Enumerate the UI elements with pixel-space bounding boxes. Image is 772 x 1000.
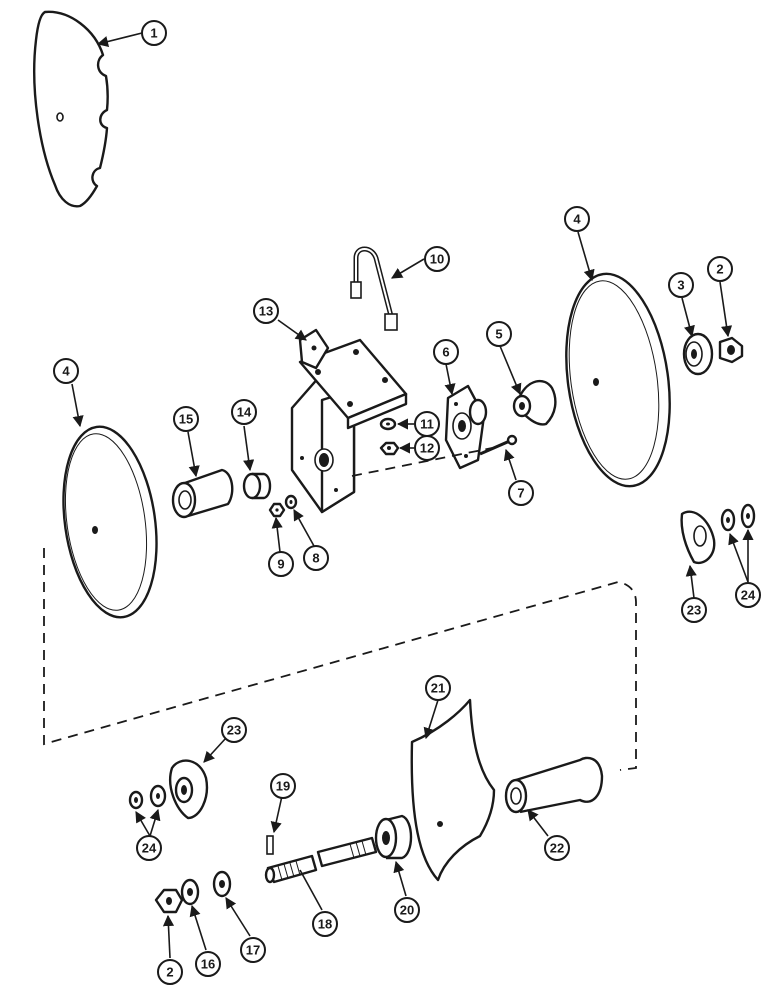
- callout-3: 3: [668, 272, 694, 298]
- washer-11: [379, 417, 397, 431]
- callout-4-right-label: 4: [573, 212, 581, 227]
- callout-9: 9: [268, 551, 294, 577]
- callout-21: 21: [425, 675, 451, 701]
- spool: [512, 379, 557, 426]
- callout-20-label: 20: [400, 903, 414, 918]
- washers-right: [720, 503, 756, 532]
- callout-17: 17: [240, 937, 266, 963]
- callout-2-bottom: 2: [157, 959, 183, 985]
- callout-7: 7: [508, 480, 534, 506]
- gang-assembly-outline: [43, 548, 637, 771]
- cone-washer-right: [680, 510, 716, 565]
- callout-24-left-label: 24: [142, 841, 157, 856]
- callout-9-label: 9: [277, 557, 284, 572]
- washer-17: [212, 870, 232, 898]
- pin: [266, 835, 274, 855]
- hub-sleeve: [171, 468, 234, 519]
- callout-24-right-label: 24: [741, 588, 756, 603]
- callout-16: 16: [195, 951, 221, 977]
- callout-14-label: 14: [237, 405, 252, 420]
- callout-23-right: 23: [681, 597, 707, 623]
- callout-2-bottom-label: 2: [166, 965, 173, 980]
- callout-13: 13: [253, 298, 279, 324]
- callout-4-left: 4: [53, 358, 79, 384]
- callout-2-top-label: 2: [716, 262, 723, 277]
- callout-5: 5: [486, 321, 512, 347]
- callout-11: 11: [414, 411, 440, 437]
- callout-23-right-label: 23: [687, 603, 701, 618]
- disc-blade-left: [62, 425, 158, 619]
- callout-6: 6: [433, 339, 459, 365]
- shaft: [264, 836, 378, 884]
- callout-15-label: 15: [179, 412, 193, 427]
- callout-4-left-label: 4: [62, 364, 70, 379]
- nut-12: [379, 441, 400, 456]
- callout-1: 1: [141, 20, 167, 46]
- callout-4-right: 4: [564, 206, 590, 232]
- callout-18: 18: [312, 911, 338, 937]
- callout-1-label: 1: [150, 26, 157, 41]
- washer-8: [284, 494, 298, 510]
- callout-10: 10: [424, 246, 450, 272]
- callout-12-label: 12: [420, 441, 434, 456]
- callout-7-label: 7: [517, 486, 524, 501]
- bearing: [682, 332, 714, 376]
- spacer: [242, 472, 272, 500]
- callout-19-label: 19: [276, 779, 290, 794]
- callout-20: 20: [394, 897, 420, 923]
- mounting-bracket: [290, 328, 408, 514]
- callout-13-label: 13: [259, 304, 273, 319]
- nut-9: [268, 502, 286, 518]
- flange-housing: [444, 384, 488, 470]
- callout-10-label: 10: [430, 252, 444, 267]
- callout-8-label: 8: [312, 551, 319, 566]
- castle-nut-bottom: [154, 888, 184, 914]
- callout-8: 8: [303, 545, 329, 571]
- washers-left: [128, 784, 167, 810]
- callout-14: 14: [231, 399, 257, 425]
- callout-18-label: 18: [318, 917, 332, 932]
- callout-11-label: 11: [420, 417, 434, 432]
- disc-blade-right: [565, 272, 671, 488]
- callout-23-left: 23: [221, 717, 247, 743]
- callout-17-label: 17: [246, 943, 260, 958]
- assembly-line: [351, 447, 493, 477]
- callout-3-label: 3: [677, 278, 684, 293]
- callout-21-label: 21: [431, 681, 445, 696]
- u-bolt: [350, 246, 398, 331]
- washer-16: [180, 878, 200, 906]
- long-spool: [504, 756, 604, 814]
- callout-22-label: 22: [550, 841, 564, 856]
- callout-6-label: 6: [442, 345, 449, 360]
- scraper-blade: [410, 698, 496, 882]
- cone-washer-left: [169, 759, 209, 820]
- bolt: [479, 434, 518, 456]
- callout-12: 12: [414, 435, 440, 461]
- callout-24-left: 24: [136, 835, 162, 861]
- bushing: [374, 814, 413, 860]
- notched-disc-blade: [33, 10, 109, 208]
- leader-lines: [71, 32, 754, 959]
- callout-16-label: 16: [201, 957, 215, 972]
- callout-23-left-label: 23: [227, 723, 241, 738]
- callout-24-right: 24: [735, 582, 761, 608]
- callout-15: 15: [173, 406, 199, 432]
- callout-2-top: 2: [707, 256, 733, 282]
- callout-22: 22: [544, 835, 570, 861]
- callout-19: 19: [270, 773, 296, 799]
- callout-5-label: 5: [495, 327, 502, 342]
- castle-nut-top: [718, 336, 744, 364]
